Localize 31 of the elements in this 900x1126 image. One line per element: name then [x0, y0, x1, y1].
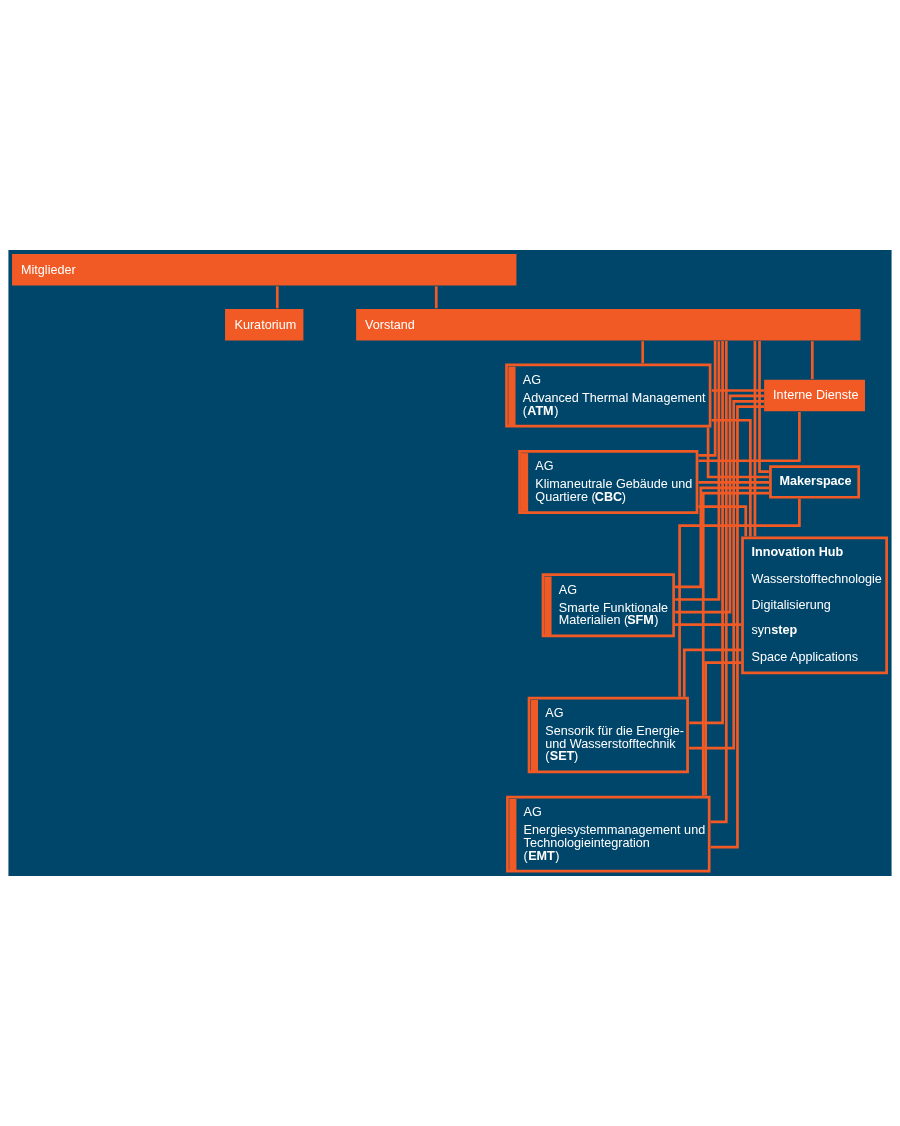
node-box: Kuratorium [225, 309, 304, 341]
connector [698, 505, 748, 537]
connector [675, 623, 741, 627]
connector [641, 341, 645, 364]
connector [711, 418, 752, 537]
connector [275, 286, 279, 309]
node-box: Vorstand [356, 309, 861, 341]
node-box: Interne Dienste [764, 379, 865, 412]
connector [710, 405, 764, 849]
connector [701, 491, 769, 796]
connector [711, 389, 764, 392]
node-box: Mitglieder [12, 254, 517, 286]
node-box: Makerspace [769, 465, 861, 499]
connector [675, 341, 721, 601]
connector [675, 486, 769, 589]
node-box: Innovation Hub Wasserstofftechnologie Digitalisierung synstep Space Applications [741, 536, 888, 675]
connector [675, 394, 764, 614]
connector [678, 498, 801, 697]
connector [710, 341, 728, 824]
connector [706, 427, 769, 479]
connector [682, 648, 742, 697]
connector [758, 341, 769, 473]
connector [689, 399, 765, 750]
connector [810, 341, 814, 380]
connector [704, 661, 741, 796]
connector [753, 341, 757, 537]
connector [698, 411, 801, 463]
connector [689, 341, 724, 725]
connector [698, 341, 717, 457]
connector [434, 286, 438, 309]
connector [698, 481, 769, 484]
